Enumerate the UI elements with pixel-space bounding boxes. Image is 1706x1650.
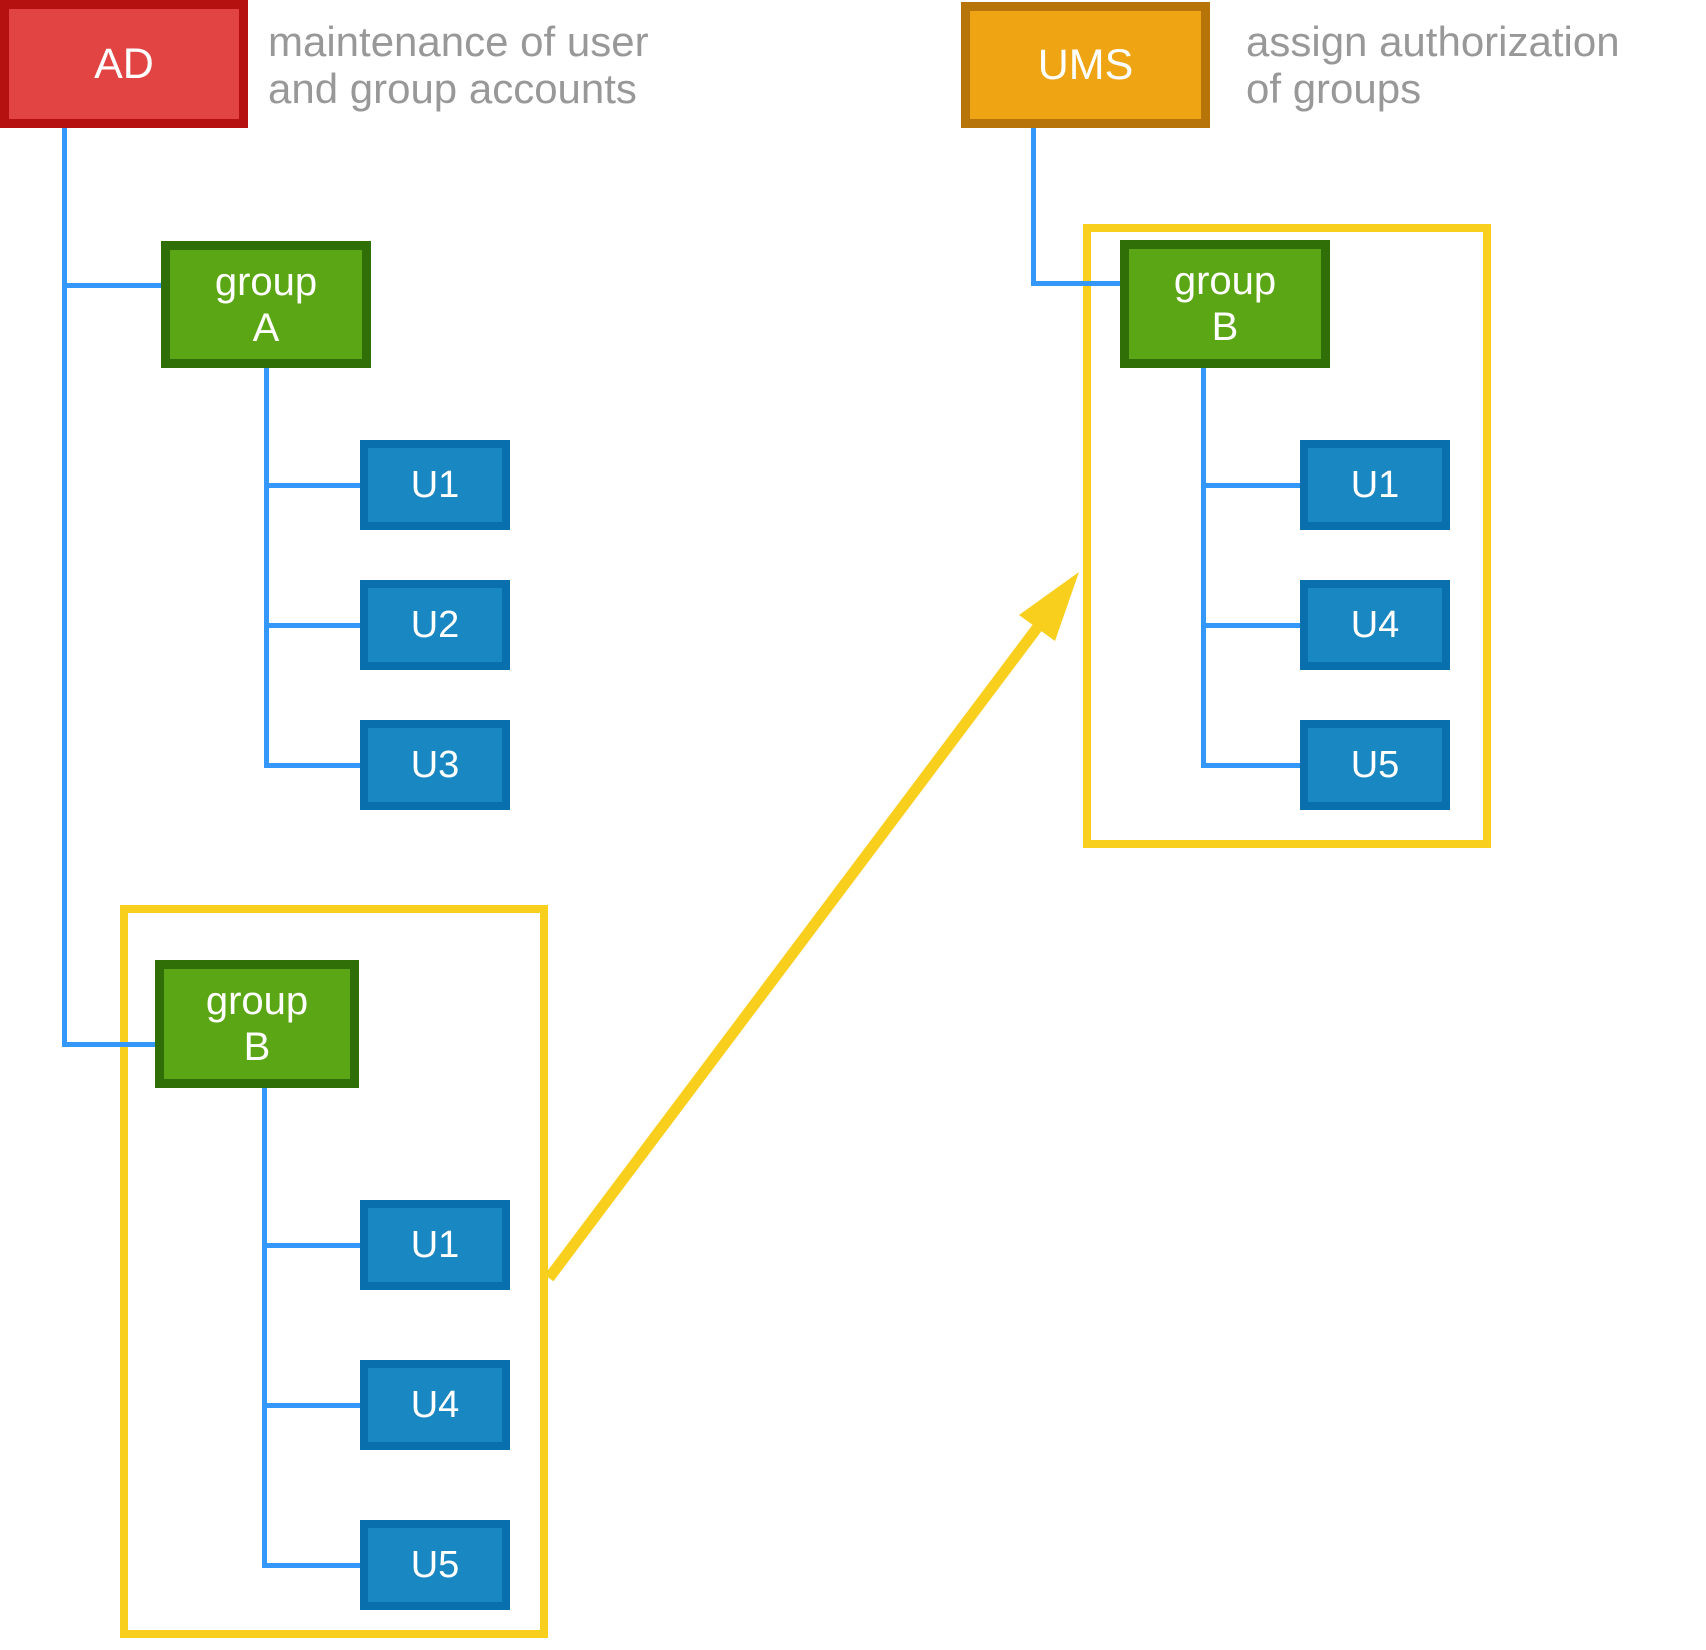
ums-annotation-line1: assign authorization [1246,18,1620,65]
connector-ums-group-b-u1 [1201,483,1300,488]
ums-group-b-user-u5-label: U5 [1350,743,1400,786]
connector-ad-group-b-u1 [262,1243,360,1248]
ums-annotation: assign authorization of groups [1246,18,1620,112]
ums-group-b-user-u4-label: U4 [1350,603,1400,646]
group-a-user-u2-label: U2 [410,603,460,646]
ad-system-label: AD [94,39,154,88]
ad-group-b-user-u5: U5 [360,1520,510,1610]
connector-ums-group-b-trunk [1201,368,1206,768]
ad-system-node: AD [0,0,248,128]
group-a-user-u2: U2 [360,580,510,670]
ad-group-b-label-line2: B [243,1025,271,1069]
connector-ad-group-b-trunk [262,1088,267,1568]
connector-ad-to-group-b [62,1042,158,1047]
ad-annotation-line1: maintenance of user [268,18,649,65]
connector-ums-trunk [1031,125,1036,286]
ad-group-b-label-line1: group [205,979,309,1023]
ad-group-b-user-u5-label: U5 [410,1543,460,1586]
connector-group-a-u2 [264,623,360,628]
ums-group-b-user-u1-label: U1 [1350,463,1400,506]
group-a-label-line1: group [214,259,318,304]
group-a-node: group A [161,241,371,368]
ad-group-b-user-u4-label: U4 [410,1383,460,1426]
connector-group-a-trunk [264,368,269,768]
connector-ad-group-b-u5 [262,1563,360,1568]
connector-group-a-u1 [264,483,360,488]
connector-group-a-u3 [264,763,360,768]
ums-system-node: UMS [961,2,1210,128]
group-a-user-u3: U3 [360,720,510,810]
ums-group-b-user-u4: U4 [1300,580,1450,670]
highlight-frame-ad-group-b [120,905,548,1638]
group-a-user-u3-label: U3 [410,743,460,786]
connector-ad-to-group-a [62,283,162,288]
connector-ums-group-b-u5 [1201,763,1300,768]
ums-group-b-label-line2: B [1211,305,1239,349]
ad-group-b-user-u1: U1 [360,1200,510,1290]
connector-ad-trunk [62,126,67,1047]
group-a-user-u1: U1 [360,440,510,530]
connector-ums-group-b-u4 [1201,623,1300,628]
ums-group-b-label-line1: group [1173,259,1277,303]
group-a-user-u1-label: U1 [410,463,460,506]
ad-group-b-user-u1-label: U1 [410,1223,460,1266]
ad-group-b-node: group B [155,960,359,1088]
highlight-frame-ums-group-b [1083,224,1491,848]
ad-annotation: maintenance of user and group accounts [268,18,649,112]
ums-system-label: UMS [1037,40,1134,89]
ums-group-b-node: group B [1120,240,1330,368]
ums-group-b-user-u1: U1 [1300,440,1450,530]
ums-group-b-user-u5: U5 [1300,720,1450,810]
connector-ad-group-b-u4 [262,1403,360,1408]
ums-annotation-line2: of groups [1246,65,1422,113]
ad-annotation-line2: and group accounts [268,65,637,113]
group-a-label-line2: A [252,305,280,350]
ad-group-b-user-u4: U4 [360,1360,510,1450]
connector-ums-to-group-b [1031,281,1120,286]
